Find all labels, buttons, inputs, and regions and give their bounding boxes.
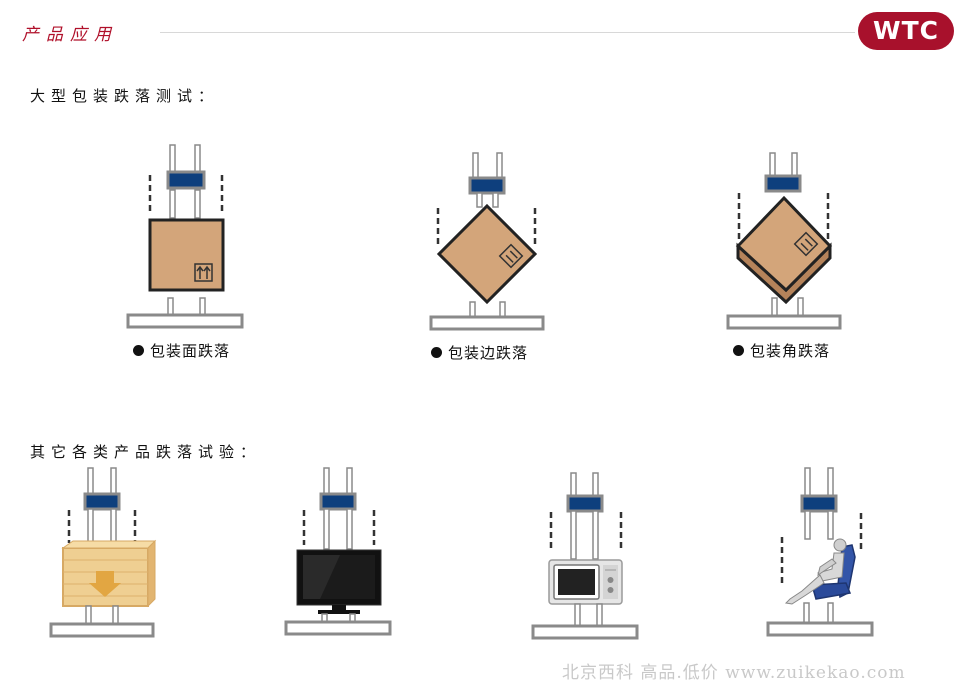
caption-face-drop: 包装面跌落 [133,340,230,361]
television-drop-icon [284,467,392,636]
wooden-crate-drop-icon [49,467,157,638]
wtc-logo: WTC [858,12,954,50]
box-corner-drop-icon [726,152,842,330]
bullet-dot [733,344,744,356]
box-edge-drop-icon [429,152,545,331]
bullet-dot [133,344,144,356]
section-heading-other-products: 其它各类产品跌落试验： [30,443,262,461]
page-title: 产品应用 [22,25,118,45]
microwave-drop-icon [531,472,639,640]
logo-text: WTC [873,16,939,45]
watermark: 北京西科 高品.低价 www.zuikekao.com [562,663,906,683]
box-face-drop-icon [126,144,244,329]
caption-corner-drop: 包装角跌落 [733,340,830,361]
bullet-dot [431,346,442,358]
section-heading-large-package: 大型包装跌落测试： [30,87,220,105]
car-seat-drop-icon [766,467,874,637]
header-divider [160,32,855,33]
caption-edge-drop: 包装边跌落 [431,342,528,363]
